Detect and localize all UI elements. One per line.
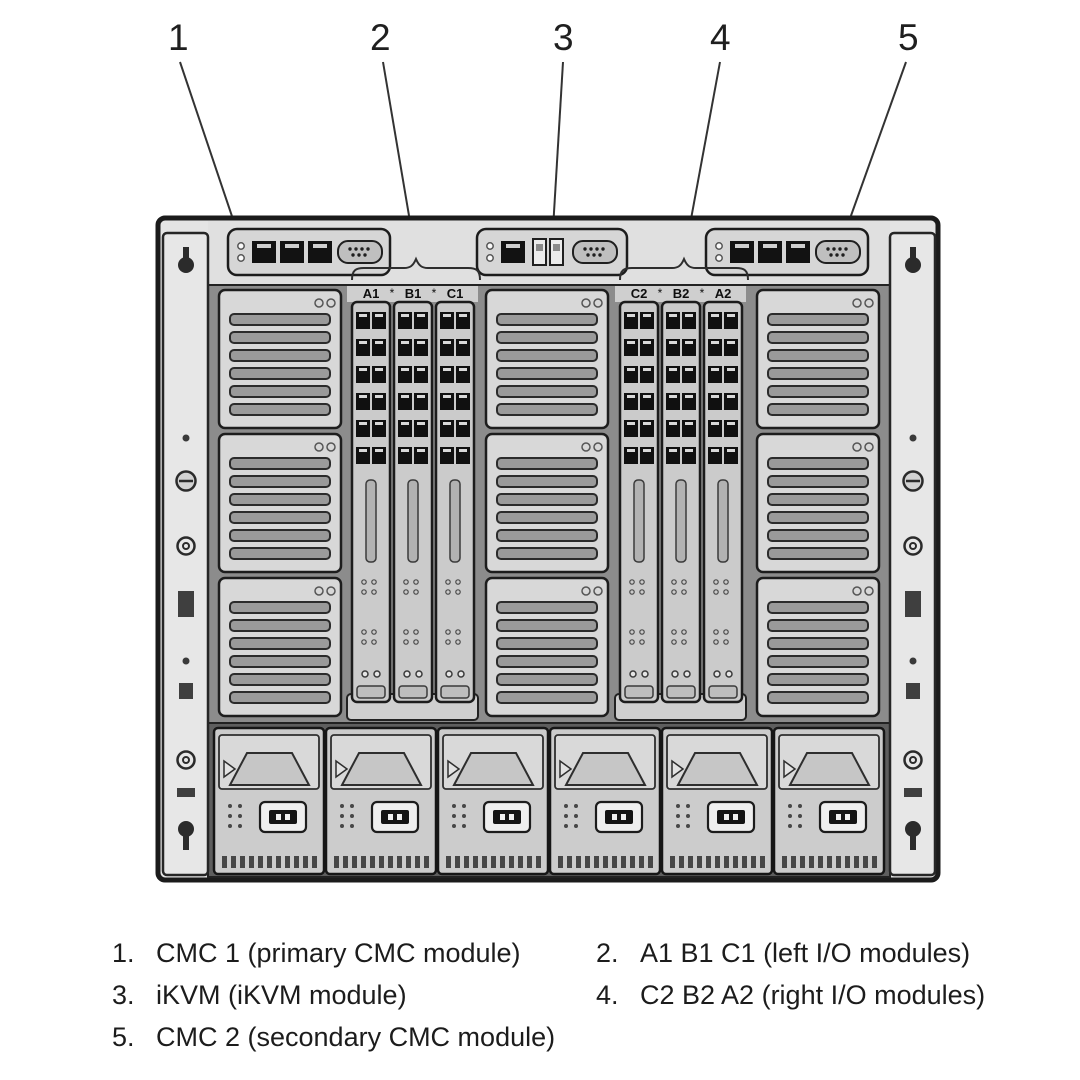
psu-module <box>660 726 774 876</box>
legend: 1. CMC 1 (primary CMC module) 2. A1 B1 C1 … <box>112 938 985 1053</box>
legend-item-3: 3. iKVM (iKVM module) <box>112 980 596 1011</box>
right-io-brace <box>619 256 749 281</box>
callout-4-label: 4 <box>710 17 731 58</box>
io-module-c1 <box>436 302 474 702</box>
io-module-a1 <box>352 302 390 702</box>
fan-module <box>755 432 881 574</box>
legend-text: C2 B2 A2 (right I/O modules) <box>640 980 986 1011</box>
star-separator-icon: * <box>390 286 395 300</box>
star-separator-icon: * <box>658 286 663 300</box>
callout-3-line <box>552 61 564 230</box>
psu-module <box>548 726 662 876</box>
psu-module <box>436 726 550 876</box>
io-module-b1 <box>394 302 432 702</box>
io-module-a2 <box>704 302 742 702</box>
callout-5-label: 5 <box>898 17 919 58</box>
star-separator-icon: * <box>700 286 705 300</box>
fan-module <box>755 288 881 430</box>
callout-3-label: 3 <box>553 17 574 58</box>
fan-module <box>217 288 343 430</box>
fan-module <box>217 432 343 574</box>
callout-1-line <box>179 61 241 241</box>
io-label-c1: C1 <box>447 286 464 301</box>
legend-number: 2. <box>596 938 619 968</box>
ikvm-module <box>477 229 627 275</box>
legend-number: 5. <box>112 1022 135 1053</box>
fan-module <box>217 576 343 718</box>
legend-number: 1. <box>112 938 135 968</box>
io-label-b2: B2 <box>673 286 690 301</box>
rear-chassis-diagram: 1 2 3 4 5 A1 * B1 * C1 C2 * B2 * A2 <box>155 17 941 883</box>
legend-number: 4. <box>596 980 619 1011</box>
io-label-b1: B1 <box>405 286 422 301</box>
io-label-a2: A2 <box>715 286 732 301</box>
psu-module <box>772 726 886 876</box>
io-module-b2 <box>662 302 700 702</box>
psu-module <box>324 726 438 876</box>
io-label-a1: A1 <box>363 286 380 301</box>
legend-item-2: 2. A1 B1 C1 (left I/O modules) <box>596 938 985 969</box>
callout-2-label: 2 <box>370 17 391 58</box>
fan-module <box>755 576 881 718</box>
callout-1-label: 1 <box>168 17 189 58</box>
right-rack-ear <box>888 231 937 877</box>
legend-item-4: 4. C2 B2 A2 (right I/O modules) <box>596 980 985 1011</box>
left-rack-ear <box>161 231 210 877</box>
legend-text: CMC 1 (primary CMC module) <box>156 938 521 968</box>
callout-5-line <box>842 61 907 239</box>
legend-text: CMC 2 (secondary CMC module) <box>156 1022 556 1053</box>
legend-number: 3. <box>112 980 135 1011</box>
fan-module <box>484 576 610 718</box>
legend-item-5: 5. CMC 2 (secondary CMC module) <box>112 1022 596 1053</box>
fan-module <box>484 288 610 430</box>
left-io-label-strip <box>347 286 478 302</box>
io-label-c2: C2 <box>631 286 648 301</box>
left-io-brace <box>351 256 481 281</box>
legend-item-1: 1. CMC 1 (primary CMC module) <box>112 938 596 969</box>
psu-module <box>212 726 326 876</box>
io-module-c2 <box>620 302 658 702</box>
legend-text: iKVM (iKVM module) <box>156 980 407 1011</box>
star-separator-icon: * <box>432 286 437 300</box>
legend-text: A1 B1 C1 (left I/O modules) <box>640 938 971 968</box>
fan-module <box>484 432 610 574</box>
right-io-label-strip <box>615 286 746 302</box>
